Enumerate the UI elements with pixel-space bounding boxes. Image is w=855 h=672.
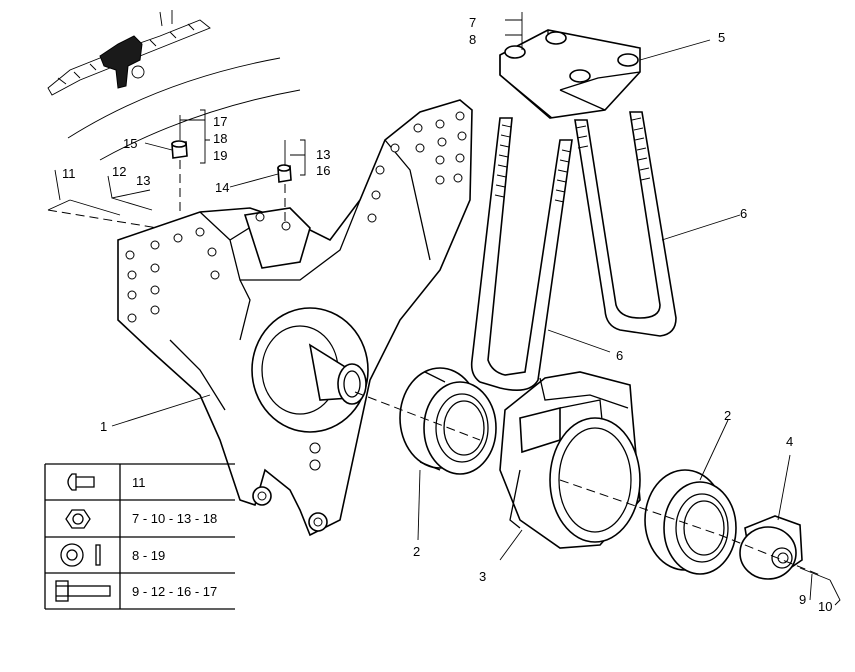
callout-14: 14 [215,180,229,195]
callout-19: 19 [213,148,227,163]
callout-11: 11 [62,166,76,181]
callout-18: 18 [213,131,227,146]
callout-2b: 2 [724,408,731,423]
bolt-icon [55,580,111,602]
callout-13a: 13 [136,173,150,188]
callout-6a: 6 [740,206,747,221]
bearing-right-part [644,469,737,575]
bush-part [171,140,292,183]
callout-16: 16 [316,163,330,178]
callout-10: 10 [818,599,832,614]
legend-row-text: 8 - 19 [132,548,165,563]
fastener-legend-table: 11 7 - 10 - 13 - 18 8 - 19 9 - 12 - 16 -… [44,463,235,610]
nut-icon [65,509,91,529]
u-bolt-part [470,111,677,391]
legend-row-text: 9 - 12 - 16 - 17 [132,584,217,599]
hub-housing-part [499,371,641,549]
callout-8: 8 [469,32,476,47]
callout-3: 3 [479,569,486,584]
bearing-left-part [399,367,497,475]
callout-17: 17 [213,114,227,129]
callout-15: 15 [123,136,137,151]
end-cap-part [739,515,803,580]
washer-icon [60,543,101,567]
legend-row-text: 11 [132,475,146,490]
spring-bracket-part [117,99,473,537]
clamp-plate-part [499,29,641,119]
rivet-icon [67,473,95,491]
callout-1: 1 [100,419,107,434]
callout-6b: 6 [616,348,623,363]
thumbnail-location-icon [47,10,211,96]
callout-7: 7 [469,15,476,30]
callout-13b: 13 [316,147,330,162]
callout-9: 9 [799,592,806,607]
callout-2a: 2 [413,544,420,559]
callout-4: 4 [786,434,793,449]
callout-5: 5 [718,30,725,45]
callout-12: 12 [112,164,126,179]
legend-row-text: 7 - 10 - 13 - 18 [132,511,217,526]
